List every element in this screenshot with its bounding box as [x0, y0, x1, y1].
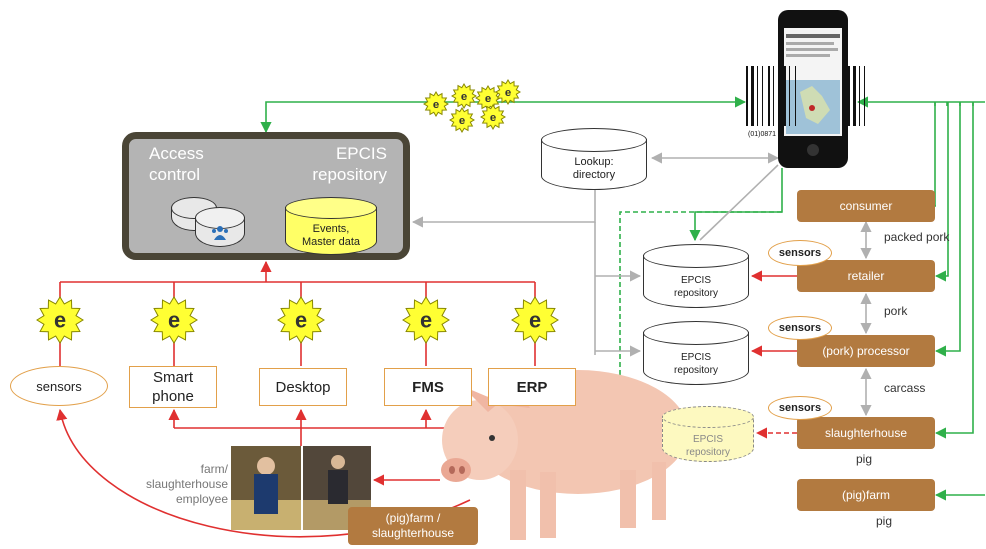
sensors-oval: sensors: [768, 240, 832, 266]
event-star-small: e: [495, 79, 521, 105]
retailer-feed: [934, 102, 949, 282]
lookup-label: Lookup: directory: [572, 156, 616, 181]
event-star: e: [402, 296, 450, 344]
barcode-text: (01)0871: [748, 131, 776, 138]
smartphone-image: [778, 10, 848, 168]
event-symbol: e: [529, 307, 541, 332]
users-icon: [210, 225, 230, 241]
slaughterhouse-feed: [934, 102, 974, 439]
event-symbol: e: [54, 307, 66, 332]
event-symbol: e: [485, 93, 491, 105]
event-star-small: e: [451, 83, 477, 109]
pig-label: pig: [856, 452, 873, 466]
event-symbol: e: [505, 87, 511, 99]
processor-box[interactable]: (pork) processor: [797, 335, 935, 367]
carcass-label: carcass: [884, 381, 926, 395]
epcis-repository-label: EPCIS repository: [312, 144, 387, 184]
event-star-small: e: [423, 91, 449, 117]
event-star: e: [277, 296, 325, 344]
event-symbol: e: [420, 307, 432, 332]
lookup-directory: Lookup: directory: [541, 128, 647, 190]
epcis-repository-retailer: EPCIS repository: [643, 244, 749, 308]
farm-box[interactable]: (pig)farm: [797, 479, 935, 511]
pig-label: pig: [876, 514, 893, 528]
erp-app[interactable]: ERP: [488, 368, 576, 406]
epcis-repository-label: EPCIS repository: [674, 352, 718, 376]
event-symbol: e: [433, 99, 439, 111]
event-symbol: e: [461, 91, 467, 103]
event-star: e: [36, 296, 84, 344]
events-database: Events, Master data: [285, 197, 377, 255]
sensors-source[interactable]: sensors: [10, 366, 108, 406]
consumer-box[interactable]: consumer: [797, 190, 935, 222]
epcis-repository-panel: Access control EPCIS repository Events, …: [122, 132, 410, 260]
phone-lookup-diag: [699, 164, 779, 241]
epcis-repository-slaughterhouse: EPCIS repository: [662, 406, 754, 462]
sensors-oval: sensors: [768, 316, 832, 340]
epcis-repository-label: EPCIS repository: [674, 275, 718, 299]
desktop-app[interactable]: Desktop: [259, 368, 347, 406]
event-star-small: e: [480, 104, 506, 130]
smartphone-app[interactable]: Smart phone: [129, 366, 217, 408]
events-db-label: Events, Master data: [301, 223, 361, 248]
employee-photos: [231, 446, 371, 530]
event-symbol: e: [168, 307, 180, 332]
event-star: e: [511, 296, 559, 344]
retailer-box[interactable]: retailer: [797, 260, 935, 292]
pork-label: pork: [884, 304, 908, 318]
access-db-front: [195, 207, 245, 247]
farm-slaughterhouse-box[interactable]: (pig)farm / slaughterhouse: [348, 507, 478, 545]
event-star: e: [150, 296, 198, 344]
barcode-image: (01)0871: [746, 66, 865, 138]
epcis-repository-processor: EPCIS repository: [643, 321, 749, 385]
fms-app[interactable]: FMS: [384, 368, 472, 406]
lookup-to-repository: [411, 190, 596, 228]
epcis-repository-label: EPCIS repository: [686, 434, 730, 458]
slaughterhouse-box[interactable]: slaughterhouse: [797, 417, 935, 449]
access-control-label: Access control: [149, 144, 204, 184]
event-symbol: e: [459, 115, 465, 127]
employee-label: farm/ slaughterhouse employee: [145, 462, 228, 506]
packed-pork-label: packed pork: [884, 230, 950, 244]
event-star-small: e: [449, 107, 475, 133]
event-star-small: e: [475, 85, 501, 111]
repository-to-phone: [260, 96, 747, 134]
event-symbol: e: [295, 307, 307, 332]
event-symbol: e: [490, 112, 496, 124]
sensors-oval: sensors: [768, 396, 832, 420]
processor-feed: [934, 102, 961, 357]
